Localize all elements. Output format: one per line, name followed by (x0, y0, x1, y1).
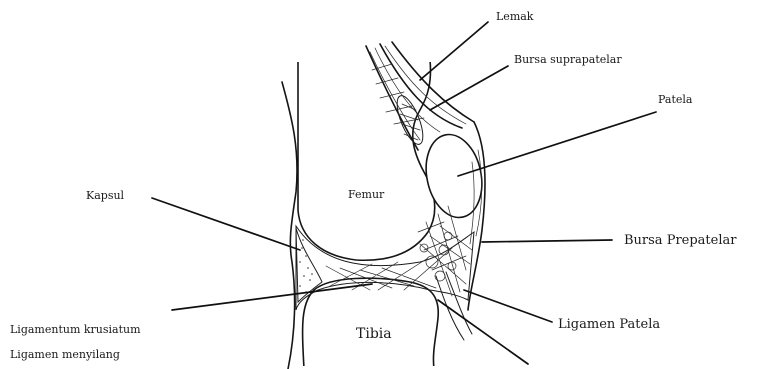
leader-kapsul (152, 198, 300, 250)
tibia-bone (303, 278, 439, 369)
leader-bursa-suprapatelar (430, 66, 508, 110)
leader-bursa-prepatelar (482, 240, 612, 242)
label-ligamentum-krusiatum: Ligamentum krusiatum (10, 323, 141, 336)
label-femur: Femur (348, 188, 385, 201)
label-ligamen-menyilang: Ligamen menyilang (10, 348, 120, 361)
label-patela: Patela (658, 93, 693, 106)
leader-ligamen-patela (464, 290, 552, 322)
label-kapsul: Kapsul (86, 189, 125, 202)
leader-lower (438, 300, 528, 364)
femur-top-mask (297, 56, 433, 62)
label-ligamen-patela: Ligamen Patela (558, 317, 660, 332)
label-bursa-prepatelar: Bursa Prepatelar (624, 233, 737, 248)
posterior-outline (282, 82, 297, 369)
label-bursa-suprapatelar: Bursa suprapatelar (514, 53, 622, 66)
patellar-ligament-2 (446, 272, 472, 334)
stipple-dots (299, 239, 313, 293)
femur-bone (298, 60, 435, 260)
leader-lemak (420, 22, 488, 80)
label-tibia: Tibia (356, 326, 392, 342)
label-lemak: Lemak (496, 10, 534, 23)
leader-patela (458, 112, 656, 176)
